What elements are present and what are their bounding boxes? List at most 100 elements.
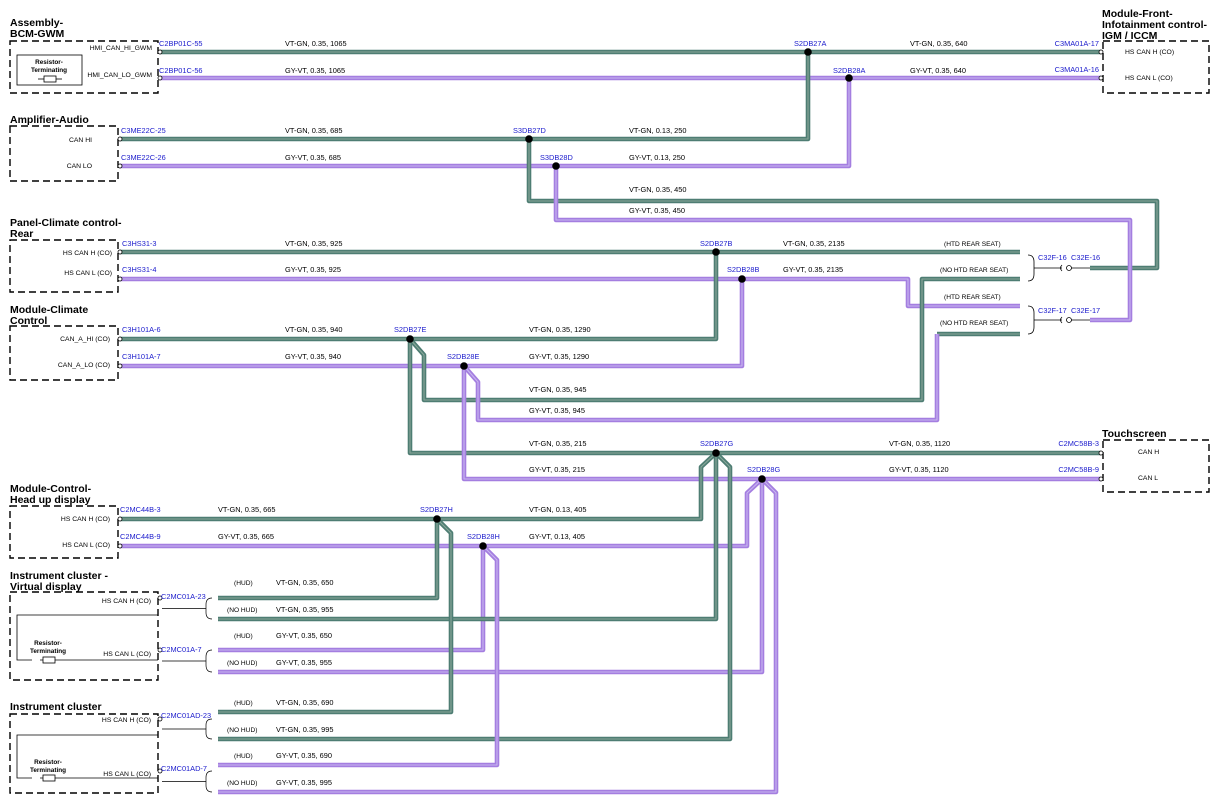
- touchscreen-module-box: [1102, 439, 1210, 493]
- wire-label: VT-GN, 0.35, 450: [629, 185, 687, 194]
- option-no-hud: (NO HUD): [227, 607, 257, 614]
- connector-c2mc44b-9: C2MC44B-9: [120, 532, 161, 541]
- ic-resistor-label2: Terminating: [30, 767, 66, 774]
- splice-s2db28b: S2DB28B: [727, 265, 760, 274]
- pin-terminal-icon: [117, 276, 123, 282]
- can-low-wire: [120, 78, 852, 169]
- pin-terminal-icon: [117, 363, 123, 369]
- pin-terminal-icon: [117, 249, 123, 255]
- bcm-resistor-label2: Terminating: [31, 67, 67, 74]
- can-high-wire: [218, 517, 454, 715]
- ic-title: Instrument cluster: [10, 701, 102, 713]
- infotainment-title-line2: Infotainment control-: [1102, 19, 1207, 31]
- splice-s2db27b: S2DB27B: [700, 239, 733, 248]
- wire-label: VT-GN, 0.35, 1290: [529, 325, 591, 334]
- infotainment-module-box: [1102, 40, 1210, 94]
- wire-label: GY-VT, 0.35, 1290: [529, 352, 589, 361]
- ic-virtual-title-line2: Virtual display: [10, 581, 82, 593]
- amplifier-pin-hi: CAN HI: [69, 137, 92, 144]
- climate-pin-hi: CAN_A_HI (CO): [60, 336, 110, 343]
- amplifier-pin-lo: CAN LO: [67, 163, 92, 170]
- connector-c3h101a-7: C3H101A-7: [122, 352, 161, 361]
- bcm-title-line2: BCM-GWM: [10, 28, 64, 40]
- climate-title-line1: Module-Climate: [10, 304, 88, 316]
- wire-label: GY-VT, 0.35, 1120: [889, 465, 949, 474]
- can-high-wire: [120, 52, 811, 142]
- climate-module-box: [9, 325, 119, 381]
- wire-label: VT-GN, 0.35, 955: [276, 605, 334, 614]
- pin-terminal-icon: [117, 336, 123, 342]
- hud-pin-hi: HS CAN H (CO): [61, 516, 110, 523]
- connector-c3hs31-4: C3HS31-4: [122, 265, 157, 274]
- bcm-resistor: Resistor- Terminating: [16, 54, 83, 86]
- inline-connector-c32-16-icon: [1027, 254, 1090, 282]
- option-htd-rear-seat: (HTD REAR SEAT): [944, 294, 1001, 301]
- connector-c3ma01a-16: C3MA01A-16: [1055, 65, 1099, 74]
- option-bracket: [162, 770, 213, 793]
- wire-label: GY-VT, 0.35, 1065: [285, 66, 345, 75]
- wire-label: VT-GN, 0.35, 995: [276, 725, 334, 734]
- option-bracket: [162, 649, 213, 673]
- climate-rear-pin-hi: HS CAN H (CO): [63, 250, 112, 257]
- wire-label: VT-GN, 0.35, 640: [910, 39, 968, 48]
- can-low-wire: [218, 479, 765, 675]
- ic-resistor-label1: Resistor-: [34, 759, 62, 766]
- option-bracket: [162, 597, 213, 620]
- wire-label: GY-VT, 0.13, 250: [629, 153, 685, 162]
- option-hud: (HUD): [234, 753, 253, 760]
- ic-virtual-resistor: Resistor- Terminating: [16, 614, 158, 664]
- splice-dot: [712, 248, 720, 256]
- wire-label: GY-VT, 0.13, 405: [529, 532, 585, 541]
- resistor-icon: [42, 656, 56, 664]
- wire-label: VT-GN, 0.35, 665: [218, 505, 276, 514]
- hud-module-box: [9, 505, 119, 559]
- wire-label: GY-VT, 0.35, 925: [285, 265, 341, 274]
- wire-label: GY-VT, 0.35, 640: [910, 66, 966, 75]
- hud-title-line1: Module-Control-: [10, 483, 92, 495]
- connector-c3ma01a-17: C3MA01A-17: [1055, 39, 1099, 48]
- bcm-title-line1: Assembly-: [10, 17, 64, 29]
- connector-c2mc01ad-23: C2MC01AD-23: [161, 711, 211, 720]
- splice-dot: [406, 335, 414, 343]
- splice-s2db28e: S2DB28E: [447, 352, 480, 361]
- pin-terminal-icon: [157, 75, 163, 81]
- ic-virtual-pin-lo: HS CAN L (CO): [103, 651, 151, 658]
- hud-pin-lo: HS CAN L (CO): [62, 542, 110, 549]
- can-high-wire: [526, 139, 1160, 271]
- connector-c2mc44b-3: C2MC44B-3: [120, 505, 161, 514]
- pin-terminal-icon: [1098, 476, 1104, 482]
- ic-virtual-title-line1: Instrument cluster -: [10, 570, 109, 582]
- splice-dot: [712, 449, 720, 457]
- climate-rear-title-line2: Rear: [10, 228, 33, 240]
- connector-c3hs31-3: C3HS31-3: [122, 239, 157, 248]
- can-low-wire: [461, 366, 1101, 482]
- touchscreen-pin-hi: CAN H: [1138, 449, 1159, 456]
- ic-virtual-resistor-label1: Resistor-: [34, 640, 62, 647]
- splice-dot: [738, 275, 746, 283]
- can-low-wire: [120, 279, 745, 369]
- climate-title-line2: Control: [10, 315, 47, 327]
- can-high-wire: [218, 453, 719, 622]
- splice-dot: [552, 162, 560, 170]
- wire-label: VT-GN, 0.35, 1065: [285, 39, 347, 48]
- can-high-wire: [120, 252, 719, 342]
- pin-terminal-icon: [117, 163, 123, 169]
- splice-s2db28a: S2DB28A: [833, 66, 866, 75]
- pin-terminal-icon: [1098, 75, 1104, 81]
- wire-label: GY-VT, 0.35, 215: [529, 465, 585, 474]
- can-high-wire: [218, 519, 440, 601]
- infotainment-pin-hi: HS CAN H (CO): [1125, 49, 1174, 56]
- wire-layer: [120, 49, 1160, 795]
- amplifier-module-box: [9, 125, 119, 182]
- amplifier-title: Amplifier-Audio: [10, 114, 89, 126]
- climate-pin-lo: CAN_A_LO (CO): [58, 362, 110, 369]
- connector-c3me22c-26: C3ME22C-26: [121, 153, 166, 162]
- splice-s2db28g: S2DB28G: [747, 465, 781, 474]
- wire-label: VT-GN, 0.35, 685: [285, 126, 343, 135]
- option-no-hud: (NO HUD): [227, 780, 257, 787]
- wire-label: VT-GN, 0.35, 690: [276, 698, 334, 707]
- connector-c32f-17: C32F-17: [1038, 306, 1067, 315]
- pin-terminal-icon: [157, 647, 163, 653]
- bcm-pin-hi: HMI_CAN_HI_GWM: [90, 45, 153, 52]
